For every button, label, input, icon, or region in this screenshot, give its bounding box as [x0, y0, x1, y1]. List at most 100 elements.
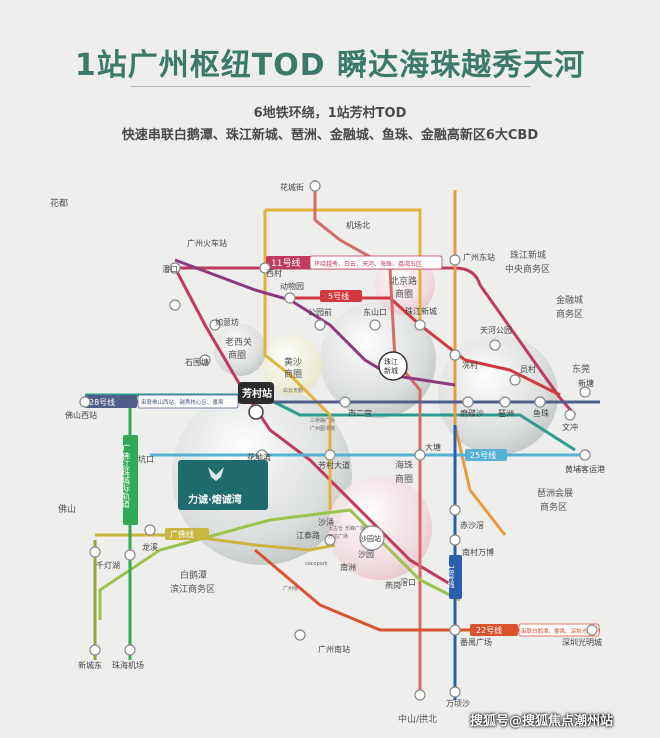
station-marker[interactable]	[414, 689, 426, 701]
station-label: 滘口	[400, 578, 416, 587]
area-label: 东莞	[572, 363, 590, 375]
line-22-badge	[470, 624, 518, 636]
station-label: 龙溪	[142, 542, 158, 552]
station-label: 大塘	[425, 442, 441, 452]
station-marker[interactable]	[449, 686, 461, 698]
station-marker[interactable]	[339, 396, 351, 408]
line-5-label: 5号线	[328, 291, 349, 301]
station-marker[interactable]	[564, 409, 576, 421]
station-marker[interactable]	[144, 524, 156, 536]
station-marker[interactable]	[79, 396, 91, 408]
fangcun-hub[interactable]	[238, 382, 274, 404]
area-label: 琶洲会展	[537, 487, 573, 499]
station-marker[interactable]	[314, 319, 326, 331]
line-7[interactable]	[98, 508, 461, 620]
line-18-label: 18号线	[447, 565, 455, 588]
station-label: 潘口	[162, 264, 178, 274]
station-marker[interactable]	[324, 534, 336, 546]
zhujiang-hub[interactable]	[378, 351, 408, 381]
station-marker[interactable]	[294, 629, 306, 641]
landmark-label: 广州塔	[283, 585, 298, 592]
line-22-label: 22号线	[476, 625, 502, 635]
station-label: 佛山西站	[65, 410, 97, 420]
watermark: 搜狐号@搜狐焦点潮州站	[470, 714, 614, 729]
jiangzhu-badge	[123, 435, 138, 525]
line-11-desc: 环绕越秀、白云、天河、海珠、荔湾五区	[314, 260, 422, 268]
landmark-label: 广州图书馆	[310, 425, 335, 432]
line-11-desc-bg	[309, 255, 443, 270]
station-marker[interactable]	[449, 624, 461, 636]
area-label: 商圈	[284, 368, 302, 380]
project-name: 力诚·熔诚湾	[188, 493, 242, 506]
station-label: 如意坊	[215, 317, 239, 327]
station-marker[interactable]	[89, 546, 101, 558]
landmark-label: 太古仓	[328, 525, 343, 532]
station-marker[interactable]	[509, 374, 521, 386]
station-marker[interactable]	[579, 449, 591, 461]
station-marker[interactable]	[449, 504, 461, 516]
station-marker[interactable]	[309, 180, 321, 192]
project-logo-icon	[208, 467, 224, 481]
line-5[interactable]	[290, 296, 561, 397]
station-marker[interactable]	[259, 262, 271, 274]
shayuan-hub[interactable]	[359, 525, 385, 551]
station-label: 赤沙滘	[460, 521, 484, 530]
station-label: 石围塘	[185, 357, 209, 367]
line-28-desc-bg	[137, 394, 239, 409]
station-marker[interactable]	[369, 319, 381, 331]
line-25-badge	[465, 449, 507, 461]
station-marker[interactable]	[462, 396, 474, 408]
guangfo-label: 广佛线	[170, 529, 194, 539]
line-5-badge	[320, 290, 362, 302]
station-marker[interactable]	[449, 254, 461, 266]
station-label: 燕岗	[385, 580, 401, 590]
station-marker[interactable]	[89, 644, 101, 656]
line-28-badge	[85, 395, 137, 408]
area-label: 金融城	[556, 294, 583, 306]
station-label: 江泰路	[296, 530, 320, 540]
station-marker[interactable]	[534, 396, 546, 408]
area-label: 深圳/南沙	[575, 713, 614, 725]
station-marker[interactable]	[579, 386, 591, 398]
fangcun-hub-label: 芳村站	[242, 387, 272, 400]
header: 1站广州枢纽TOD 瞬达海珠越秀天河 6地铁环绕，1站芳村TOD 快速串联白鹅潭…	[0, 0, 660, 160]
station-marker[interactable]	[169, 299, 181, 311]
station-label: 坑口	[138, 454, 154, 464]
station-label: 南村万博	[462, 547, 494, 557]
station-label: 东山口	[363, 307, 387, 317]
line-22-desc: 串联白鹅潭、番禺、深圳光明	[521, 627, 593, 635]
station-label: 千灯湖	[96, 560, 120, 570]
station-marker[interactable]	[169, 262, 181, 274]
line-22-desc-bg	[518, 623, 600, 637]
station-marker[interactable]	[324, 449, 336, 461]
station-marker[interactable]	[449, 349, 461, 361]
station-marker[interactable]	[256, 449, 268, 461]
station-marker[interactable]	[499, 396, 511, 408]
project-card[interactable]	[178, 460, 268, 510]
station-marker[interactable]	[124, 549, 136, 561]
line-1[interactable]	[263, 208, 422, 510]
area-label: 白鹅潭	[180, 569, 207, 581]
area-label: 商圈	[395, 288, 413, 300]
station-marker[interactable]	[449, 534, 461, 546]
landmark-label: 乐峰广场	[345, 525, 365, 532]
station-label: 员村	[520, 364, 536, 374]
area-label: 佛山	[58, 503, 76, 515]
station-marker[interactable]	[414, 449, 426, 461]
station-marker[interactable]	[199, 354, 211, 366]
metro-map[interactable]: 11号线 环绕越秀、白云、天河、海珠、荔湾五区 5号线 28号线 串联佛山西站、…	[0, 160, 660, 738]
zhujiang-hub-label-2: 新城	[384, 366, 398, 375]
page-title: 1站广州枢纽TOD 瞬达海珠越秀天河	[74, 48, 586, 83]
area-label: 花都	[50, 197, 68, 209]
station-label: 广州火车站	[187, 238, 227, 248]
area-label: 黄沙	[284, 356, 302, 368]
landmark-label: 万达广场	[328, 533, 348, 540]
station-marker[interactable]	[586, 624, 598, 636]
station-marker[interactable]	[209, 319, 221, 331]
station-label: 天河公园	[480, 325, 512, 335]
station-marker[interactable]	[414, 319, 426, 331]
landmark-label: cocopark	[305, 561, 328, 567]
station-marker[interactable]	[124, 644, 136, 656]
station-marker[interactable]	[489, 339, 501, 351]
station-marker[interactable]	[284, 292, 296, 304]
